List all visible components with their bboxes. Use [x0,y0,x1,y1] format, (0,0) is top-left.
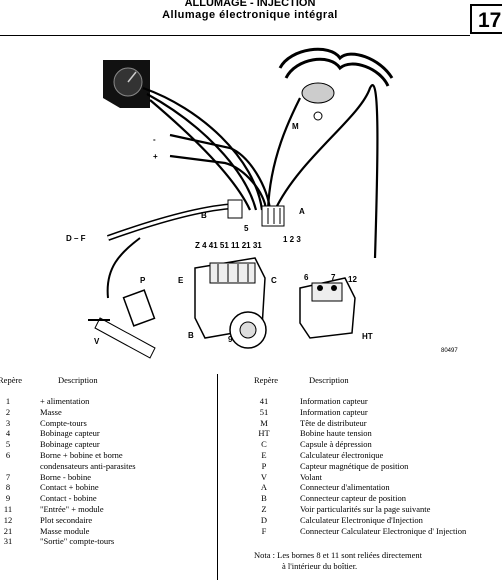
label-a: A [299,207,305,216]
legend-row-description: Masse [40,406,62,417]
legend-row-ref: 1 [5,396,11,406]
legend-row-ref: P [261,460,267,471]
legend-row-description: Compte-tours [40,417,87,428]
legend-row-description: Connecteur capteur de position [300,493,406,504]
legend-row-description: Contact + bobine [40,482,99,493]
label-minus: - [153,135,156,144]
injection-computer-connector [106,199,243,241]
legend-note-line1: Nota : Les bornes 8 et 11 sont reliées d… [254,550,422,560]
label-twelve: 12 [348,275,357,284]
label-nums-a: 1 2 3 [283,235,301,244]
legend-row-ref: 6 [5,450,11,460]
label-z-row: Z 4 41 51 11 21 31 [195,241,262,250]
header-rule [0,35,470,36]
label-p: P [140,276,146,285]
legend-row-description: Bobinage capteur [40,439,100,450]
tachometer-illustration [103,60,150,108]
label-plus: + [153,152,158,161]
page-subtitle: Allumage électronique intégral [162,9,338,21]
distributor-cap-m [278,47,394,121]
label-d-f: D – F [66,234,86,243]
legend-row-ref: E [261,450,267,460]
legend-row-description: Volant [300,471,323,482]
legend-row-ref: HT [258,428,270,439]
legend-row-ref: 41 [259,396,269,406]
legend-row-ref: B [261,493,267,504]
label-seven: 7 [331,273,336,282]
wiring-diagram: - + D – F B A 1 2 3 5 Z 4 41 51 11 21 31… [66,47,394,359]
legend-row-description: Contact - bobine [40,493,97,504]
legend-row-description: Connecteur Calculateur Electronique d' I… [300,525,467,536]
legend-row-ref: F [261,525,267,536]
legend-row-description: Voir particularités sur la page suivante [300,504,431,514]
page-number: 17 [470,4,502,34]
electronic-module-e [194,257,267,349]
legend-row-description: Calculateur électronique [300,450,384,460]
legend-row-description: Tête de distributeur [300,417,367,428]
legend-row-ref: 31 [3,536,13,547]
harness-wires [142,84,379,259]
legend-left-col-ref: Repère [0,375,23,385]
label-ht: HT [362,332,373,341]
legend-separator [217,374,218,580]
legend-row-ref: 21 [3,525,13,536]
legend-row-ref: 11 [3,504,13,514]
label-c: C [271,276,277,285]
figure-reference: 80497 [441,348,458,354]
label-v: V [94,337,100,346]
legend-row-ref: A [260,482,268,493]
legend-row-ref: Z [261,504,267,514]
legend-row-ref: 2 [5,406,11,417]
legend-row-description: Plot secondaire [40,514,93,525]
legend-row-description: Capsule à dépression [300,439,372,450]
legend-row-ref: 12 [3,514,13,525]
legend-row-ref: 9 [5,493,11,504]
legend-row-ref: 51 [259,406,269,417]
legend-row-ref: D [260,514,268,525]
label-e: E [178,276,184,285]
legend-row-ref: C [261,439,267,450]
label-nine: 9 [228,335,233,344]
legend-left-col-desc: Description [58,375,98,385]
legend-row-description: "Entrée" + module [40,504,104,514]
legend-row-description: "Sortie" compte-tours [40,536,115,547]
legend-row-ref: 4 [5,428,11,439]
ignition-coil-ht [299,277,356,339]
legend-row-ref: 3 [5,417,11,428]
label-b-top: B [201,211,207,220]
legend-row-description: Masse module [40,525,90,536]
label-b-bottom: B [188,331,194,340]
legend-right-col-ref: Repère [254,375,279,385]
position-sensor-p [88,237,156,359]
legend-row-description: Borne - bobine [40,471,91,482]
legend-row-description: Connecteur d'alimentation [300,482,390,493]
legend-row-ref: V [260,471,268,482]
label-six: 6 [304,273,309,282]
legend-row-ref: 7 [5,471,11,482]
legend-row-description: Information capteur [300,396,368,406]
legend-row-description: Borne + bobine et borne [40,450,123,460]
legend-row-ref: M [260,417,268,428]
connector-a [261,205,285,227]
legend-row-description: Capteur magnétique de position [300,460,409,471]
legend-right-col-desc: Description [309,375,349,385]
diagram-labels: - + D – F B A 1 2 3 5 Z 4 41 51 11 21 31… [66,122,373,346]
legend-row-ref: 8 [5,482,11,493]
legend-row-description: + alimentation [40,396,90,406]
legend-row-description: Bobinage capteur [40,428,100,439]
page-title: ALLUMAGE - INJECTION [184,0,316,9]
legend-row-description: condensateurs anti-parasites [40,460,136,471]
label-five: 5 [244,224,249,233]
legend-row-description: Bobine haute tension [300,428,372,439]
legend-row-description: Information capteur [300,406,368,417]
legend-row-description: Calculateur Electronique d'Injection [300,514,423,525]
legend-note-line2: à l'intérieur du boîtier. [282,561,358,571]
legend-row-ref: 5 [5,439,11,450]
label-m: M [292,122,299,131]
page-header: ALLUMAGE - INJECTION Allumage électroniq… [0,0,502,36]
